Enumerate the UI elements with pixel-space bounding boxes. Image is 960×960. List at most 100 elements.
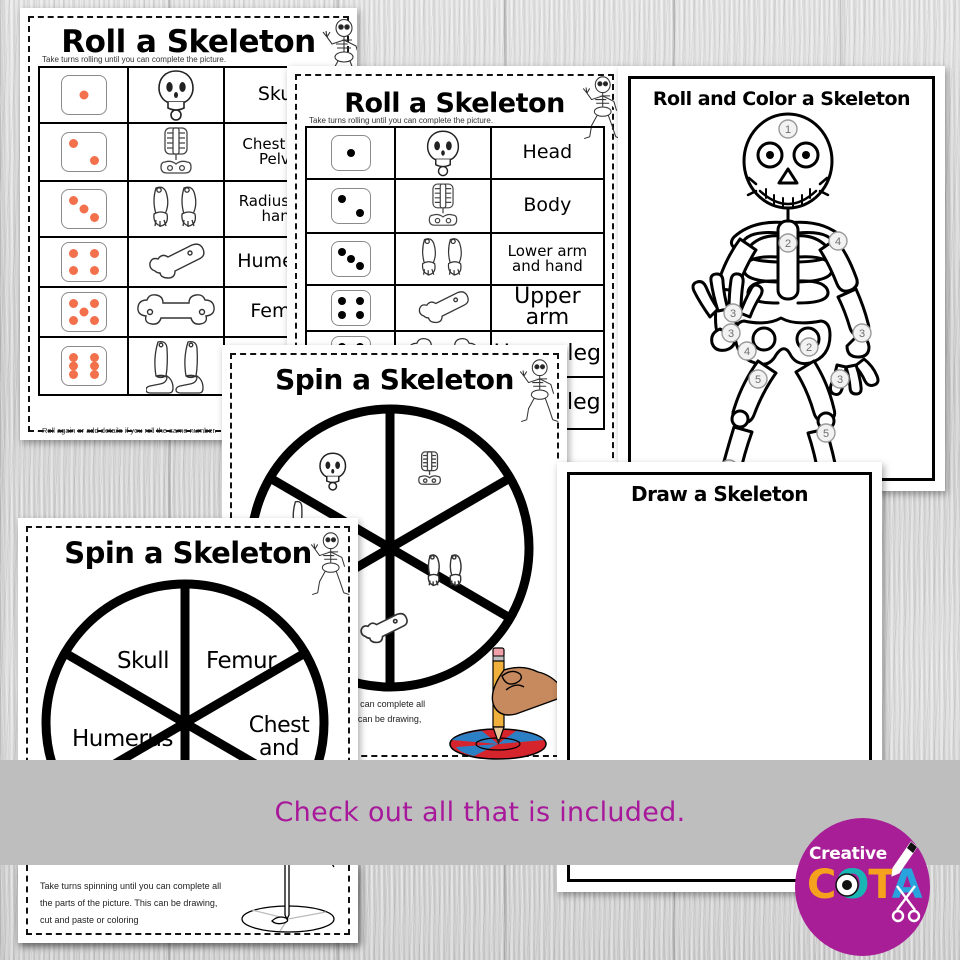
- pencil-icon: [891, 841, 918, 877]
- pip: [355, 262, 364, 271]
- femur-bone-icon: [137, 294, 215, 325]
- die-face-4: [330, 290, 371, 326]
- skeleton-mascot-icon: [519, 359, 559, 423]
- row-label: Upper arm: [489, 284, 606, 332]
- page-title: Spin a Skeleton: [275, 363, 514, 396]
- page-footer-line-3: cut and paste or coloring: [40, 915, 139, 925]
- page-title: Spin a Skeleton: [64, 536, 312, 570]
- worksheet-roll-and-color-a-skeleton[interactable]: Roll and Color a Skeleton: [618, 66, 945, 491]
- page-footer-line-2: the parts of the picture. This can be dr…: [40, 898, 218, 908]
- picture-cell: [127, 236, 225, 288]
- die-cell: [304, 126, 397, 180]
- die-cell: [37, 236, 130, 288]
- logo-letter-c: C: [807, 862, 836, 908]
- pip: [89, 353, 99, 363]
- table-row: Upper arm: [304, 284, 606, 332]
- number-label: 4: [835, 236, 841, 248]
- pip: [89, 369, 99, 379]
- die-face-6: [60, 346, 107, 386]
- picture-cell: [394, 232, 492, 286]
- creative-cota-logo[interactable]: Creative COTA: [795, 818, 930, 956]
- legs-feet-icon: [146, 340, 204, 394]
- number-label: 3: [730, 308, 736, 320]
- page-border: [567, 472, 872, 882]
- pip: [337, 296, 346, 305]
- pip: [79, 90, 89, 100]
- number-label: 5: [755, 374, 761, 386]
- number-label: 2: [785, 238, 791, 250]
- picture-cell: [127, 286, 225, 338]
- table-row: Radius and hand: [37, 180, 339, 238]
- number-label: 3: [859, 328, 865, 340]
- ribcage-pelvis-icon: [428, 183, 458, 226]
- die-cell: [37, 336, 130, 396]
- pip: [355, 209, 364, 218]
- eye-icon: [835, 873, 859, 897]
- picture-cell: [394, 284, 492, 332]
- page-title: Roll and Color a Skeleton: [652, 88, 911, 110]
- pip: [68, 299, 78, 309]
- die-cell: [304, 284, 397, 332]
- forearms-hands-icon: [153, 186, 197, 227]
- pip: [355, 296, 364, 305]
- forearms-hands-icon: [427, 554, 462, 587]
- row-label: Lower arm and hand: [489, 232, 606, 286]
- page-footer-note: Roll again or add details if you roll th…: [42, 426, 217, 435]
- page-title: Roll a Skeleton: [344, 88, 565, 119]
- die-face-1: [330, 135, 371, 171]
- page-subtitle: Take turns rolling until you can complet…: [309, 116, 494, 125]
- die-face-3: [330, 241, 371, 277]
- die-cell: [304, 178, 397, 234]
- page-footer-line-1: Take turns spinning until you can comple…: [40, 881, 222, 891]
- pip: [89, 212, 99, 222]
- skeleton-mascot-icon: [310, 532, 350, 596]
- pip: [89, 315, 99, 325]
- number-label: 2: [806, 342, 812, 354]
- number-label: 3: [728, 328, 734, 340]
- page-border: [26, 865, 350, 935]
- pip: [68, 369, 78, 379]
- pip: [337, 311, 346, 320]
- die-cell: [37, 122, 130, 182]
- pip: [79, 307, 89, 317]
- page-title: Draw a Skeleton: [630, 482, 809, 506]
- logo-word-creative: Creative: [809, 844, 888, 864]
- number-label: 3: [837, 374, 843, 386]
- table-row: Head: [304, 126, 606, 180]
- picture-cell: [127, 336, 225, 396]
- humerus-bone-icon: [360, 612, 408, 644]
- skull-icon: [158, 70, 194, 121]
- table-row: Lower arm and hand: [304, 232, 606, 286]
- number-label: 5: [823, 428, 829, 440]
- picture-cell: [394, 126, 492, 180]
- pip: [337, 247, 346, 256]
- hand-pencil-spinner-illustration: [241, 865, 335, 933]
- picture-cell: [394, 178, 492, 234]
- page-title: Roll a Skeleton: [61, 24, 316, 60]
- die-face-4: [60, 242, 107, 282]
- pip: [355, 311, 364, 320]
- number-label: 1: [785, 124, 791, 136]
- pip: [89, 155, 99, 165]
- pip: [68, 353, 78, 363]
- die-cell: [304, 232, 397, 286]
- worksheet-spin-a-skeleton-words-lower[interactable]: Take turns spinning until you can comple…: [18, 865, 358, 943]
- pip: [68, 361, 78, 371]
- table-row: Body: [304, 178, 606, 234]
- ribcage-pelvis-icon: [160, 127, 192, 174]
- spinner-wedge-label-skull: Skull: [116, 648, 170, 674]
- spinner-wedge-label-femur: Femur: [205, 648, 277, 674]
- pip: [68, 139, 78, 149]
- pip: [346, 149, 355, 157]
- die-face-2: [330, 188, 371, 224]
- picture-cell: [127, 66, 225, 124]
- promo-banner: Check out all that is included.: [0, 760, 960, 865]
- row-label: Head: [489, 126, 606, 180]
- pip: [89, 299, 99, 309]
- promo-banner-text: Check out all that is included.: [274, 797, 686, 828]
- die-face-2: [60, 132, 107, 172]
- pip: [346, 255, 355, 263]
- picture-cell: [127, 180, 225, 238]
- die-cell: [37, 286, 130, 338]
- die-face-5: [60, 292, 107, 332]
